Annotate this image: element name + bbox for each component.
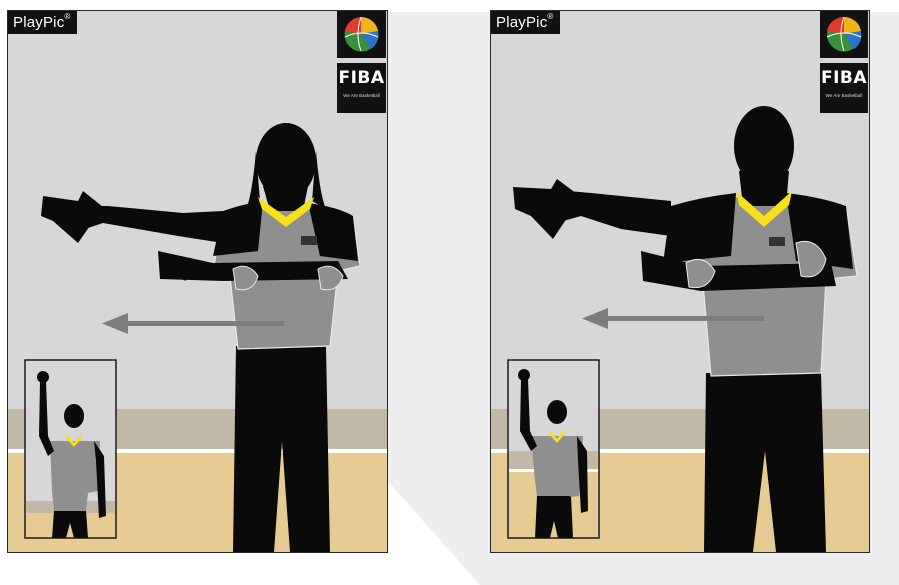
fiba-ball-logo-icon bbox=[820, 11, 868, 58]
fiba-logo-2: FIBA We Are Basketball bbox=[820, 63, 868, 113]
fiba-logo-1: FIBA We Are Basketball bbox=[337, 63, 386, 113]
referee-scene-2 bbox=[491, 11, 869, 552]
signal-card-2: PlayPic® FIBA We Are Basketball bbox=[490, 10, 870, 553]
fiba-ball-logo-icon bbox=[337, 11, 386, 58]
signal-card-1: PlayPic® FIBA We Are Basketball bbox=[7, 10, 388, 553]
inset-signal-2 bbox=[508, 360, 599, 538]
inset-signal-1 bbox=[25, 360, 116, 538]
playpic-brand-1: PlayPic® bbox=[8, 11, 77, 34]
playpic-brand-2: PlayPic® bbox=[491, 11, 560, 34]
referee-scene-1 bbox=[8, 11, 387, 552]
